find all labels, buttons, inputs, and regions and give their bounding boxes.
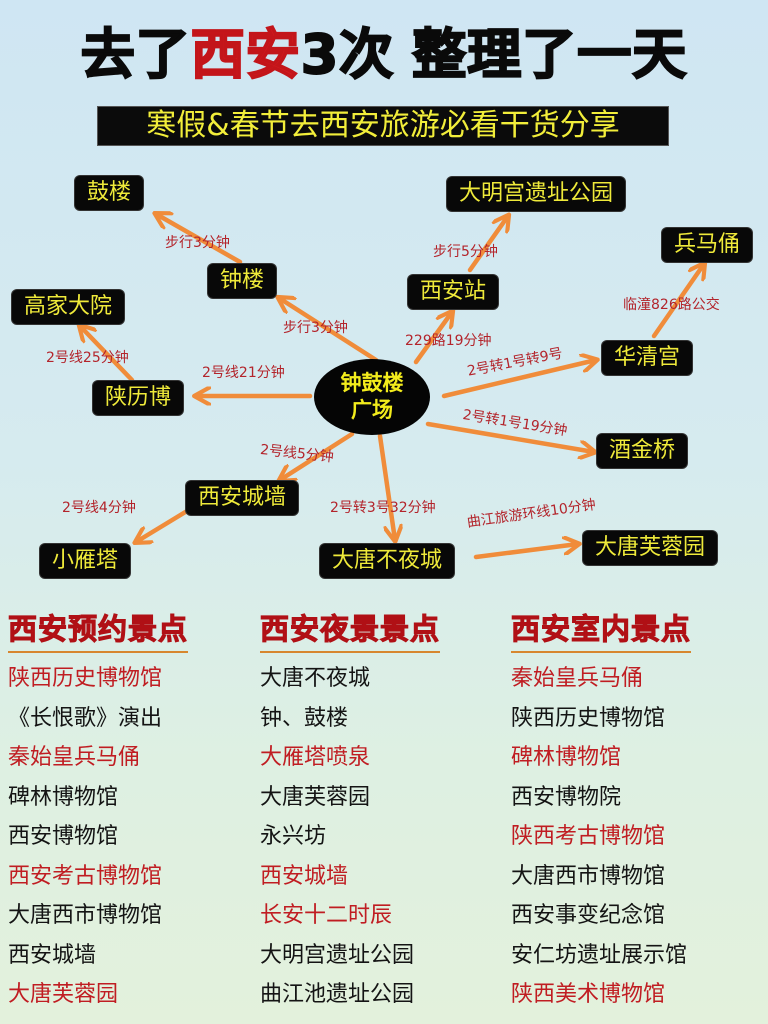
node-xian-city-wall: 西安城墙 (186, 481, 299, 515)
route-label-hub-shanlibo: 2号线21分钟 (202, 365, 285, 381)
list-item: 曲江池遗址公园 (260, 982, 415, 1007)
route-label-zhonglou-gulou: 步行3分钟 (165, 235, 230, 251)
arrow-shanlibo-gaojia (80, 326, 135, 383)
list-item: 陕西历史博物馆 (8, 666, 163, 691)
list-item: 长安十二时辰 (260, 903, 393, 928)
list-item: 陕西历史博物馆 (511, 705, 666, 731)
list-item: 永兴坊 (260, 824, 327, 849)
arrow-hub-huaqing (441, 360, 596, 399)
arrow-hub-buyecheng (377, 433, 395, 540)
node-zhonglou: 钟楼 (208, 264, 277, 298)
list-item: 西安城墙 (260, 863, 349, 889)
node-xiaoyanta: 小雁塔 (40, 544, 131, 578)
list-item: 大唐芙蓉园 (8, 982, 119, 1007)
route-label-citywall-xiaoyan: 2号线4分钟 (62, 500, 136, 516)
arrow-station-daming (467, 216, 508, 273)
node-datang-buyecheng: 大唐不夜城 (320, 544, 455, 578)
list-item: 钟、鼓楼 (260, 705, 349, 731)
list-item: 陕西美术博物馆 (511, 982, 666, 1007)
arrow-hub-station (413, 312, 452, 365)
node-shanlibo: 陕历博 (93, 381, 184, 415)
list-night-attractions: 西安夜景景点 大唐不夜城钟、鼓楼大雁塔喷泉大唐芙蓉园永兴坊西安城墙长安十二时辰大… (259, 610, 510, 1015)
route-label-hub-buyecheng: 2号转3号32分钟 (330, 500, 436, 516)
arrow-hub-zhonglou (279, 298, 379, 363)
subtitle-banner: 寒假&春节去西安旅游必看干货分享 (97, 106, 669, 146)
arrow-hub-jiujin (425, 421, 594, 452)
arrow-buyecheng-furong (473, 544, 578, 560)
list-item: 西安城墙 (8, 942, 97, 968)
node-xian-station: 西安站 (408, 275, 499, 309)
list-item: 西安博物馆 (8, 824, 119, 849)
route-label-station-daming: 步行5分钟 (433, 244, 498, 260)
node-huaqinggong: 华清宫 (602, 341, 693, 375)
title-part-2: 3次 (300, 22, 395, 87)
arrow-huaqing-bingma (651, 264, 704, 339)
list-item: 西安博物院 (511, 784, 622, 810)
list-item: 大明宫遗址公园 (260, 942, 415, 968)
list-item: 大唐芙蓉园 (260, 784, 371, 810)
arrow-zhonglou-gulou (156, 214, 243, 265)
arrow-hub-citywall (280, 431, 355, 480)
list-title: 西安室内景点 (510, 610, 692, 653)
page-title: 去了西安3次整理了一天 (0, 22, 768, 88)
list-item: 西安考古博物馆 (8, 863, 163, 889)
list-item: 秦始皇兵马俑 (511, 666, 644, 691)
list-indoor-attractions: 西安室内景点 秦始皇兵马俑陕西历史博物馆碑林博物馆西安博物院陕西考古博物馆大唐西… (510, 610, 761, 1015)
list-item: 大雁塔喷泉 (260, 745, 371, 770)
list-item: 陕西考古博物馆 (511, 824, 666, 849)
subtitle-text: 寒假&春节去西安旅游必看干货分享 (146, 108, 620, 143)
node-daming-palace: 大明宫遗址公园 (447, 177, 626, 211)
list-item: 大唐不夜城 (260, 666, 371, 691)
hub-line-2: 广场 (351, 398, 393, 422)
list-item: 大唐西市博物馆 (511, 863, 666, 889)
list-title: 西安夜景景点 (259, 610, 441, 653)
node-datang-furongyuan: 大唐芙蓉园 (583, 531, 718, 565)
list-item: 大唐西市博物馆 (8, 903, 163, 928)
list-item: 秦始皇兵马俑 (8, 745, 141, 770)
node-gulou: 鼓楼 (75, 176, 144, 210)
route-label-hub-zhonglou: 步行3分钟 (283, 320, 348, 336)
list-item: 碑林博物馆 (8, 784, 119, 810)
list-item: 碑林博物馆 (511, 745, 622, 770)
hub-zhonggulou-square: 钟鼓楼 广场 (314, 359, 430, 435)
list-item: 《长恨歌》演出 (8, 705, 163, 731)
node-jiujinqiao: 酒金桥 (597, 434, 688, 468)
route-label-huaqing-bingma: 临潼826路公交 (623, 297, 720, 313)
route-label-shanlibo-gaojia: 2号线25分钟 (46, 350, 129, 366)
list-item: 西安事变纪念馆 (511, 903, 666, 928)
list-reservation-attractions: 西安预约景点 陕西历史博物馆《长恨歌》演出秦始皇兵马俑碑林博物馆西安博物馆西安考… (7, 610, 258, 1015)
hub-line-1: 钟鼓楼 (340, 371, 404, 395)
node-gaojiadayuan: 高家大院 (12, 290, 125, 324)
list-title: 西安预约景点 (7, 610, 189, 653)
route-arrows (0, 0, 768, 560)
title-highlight: 西安 (190, 22, 301, 87)
title-part-1: 去了 (80, 22, 191, 87)
route-label-hub-station: 229路19分钟 (405, 333, 492, 349)
arrow-citywall-xiaoyan (136, 505, 195, 542)
list-item: 安仁坊遗址展示馆 (511, 942, 688, 968)
title-part-3: 整理了一天 (411, 22, 688, 87)
node-bingmayong: 兵马俑 (662, 228, 753, 262)
